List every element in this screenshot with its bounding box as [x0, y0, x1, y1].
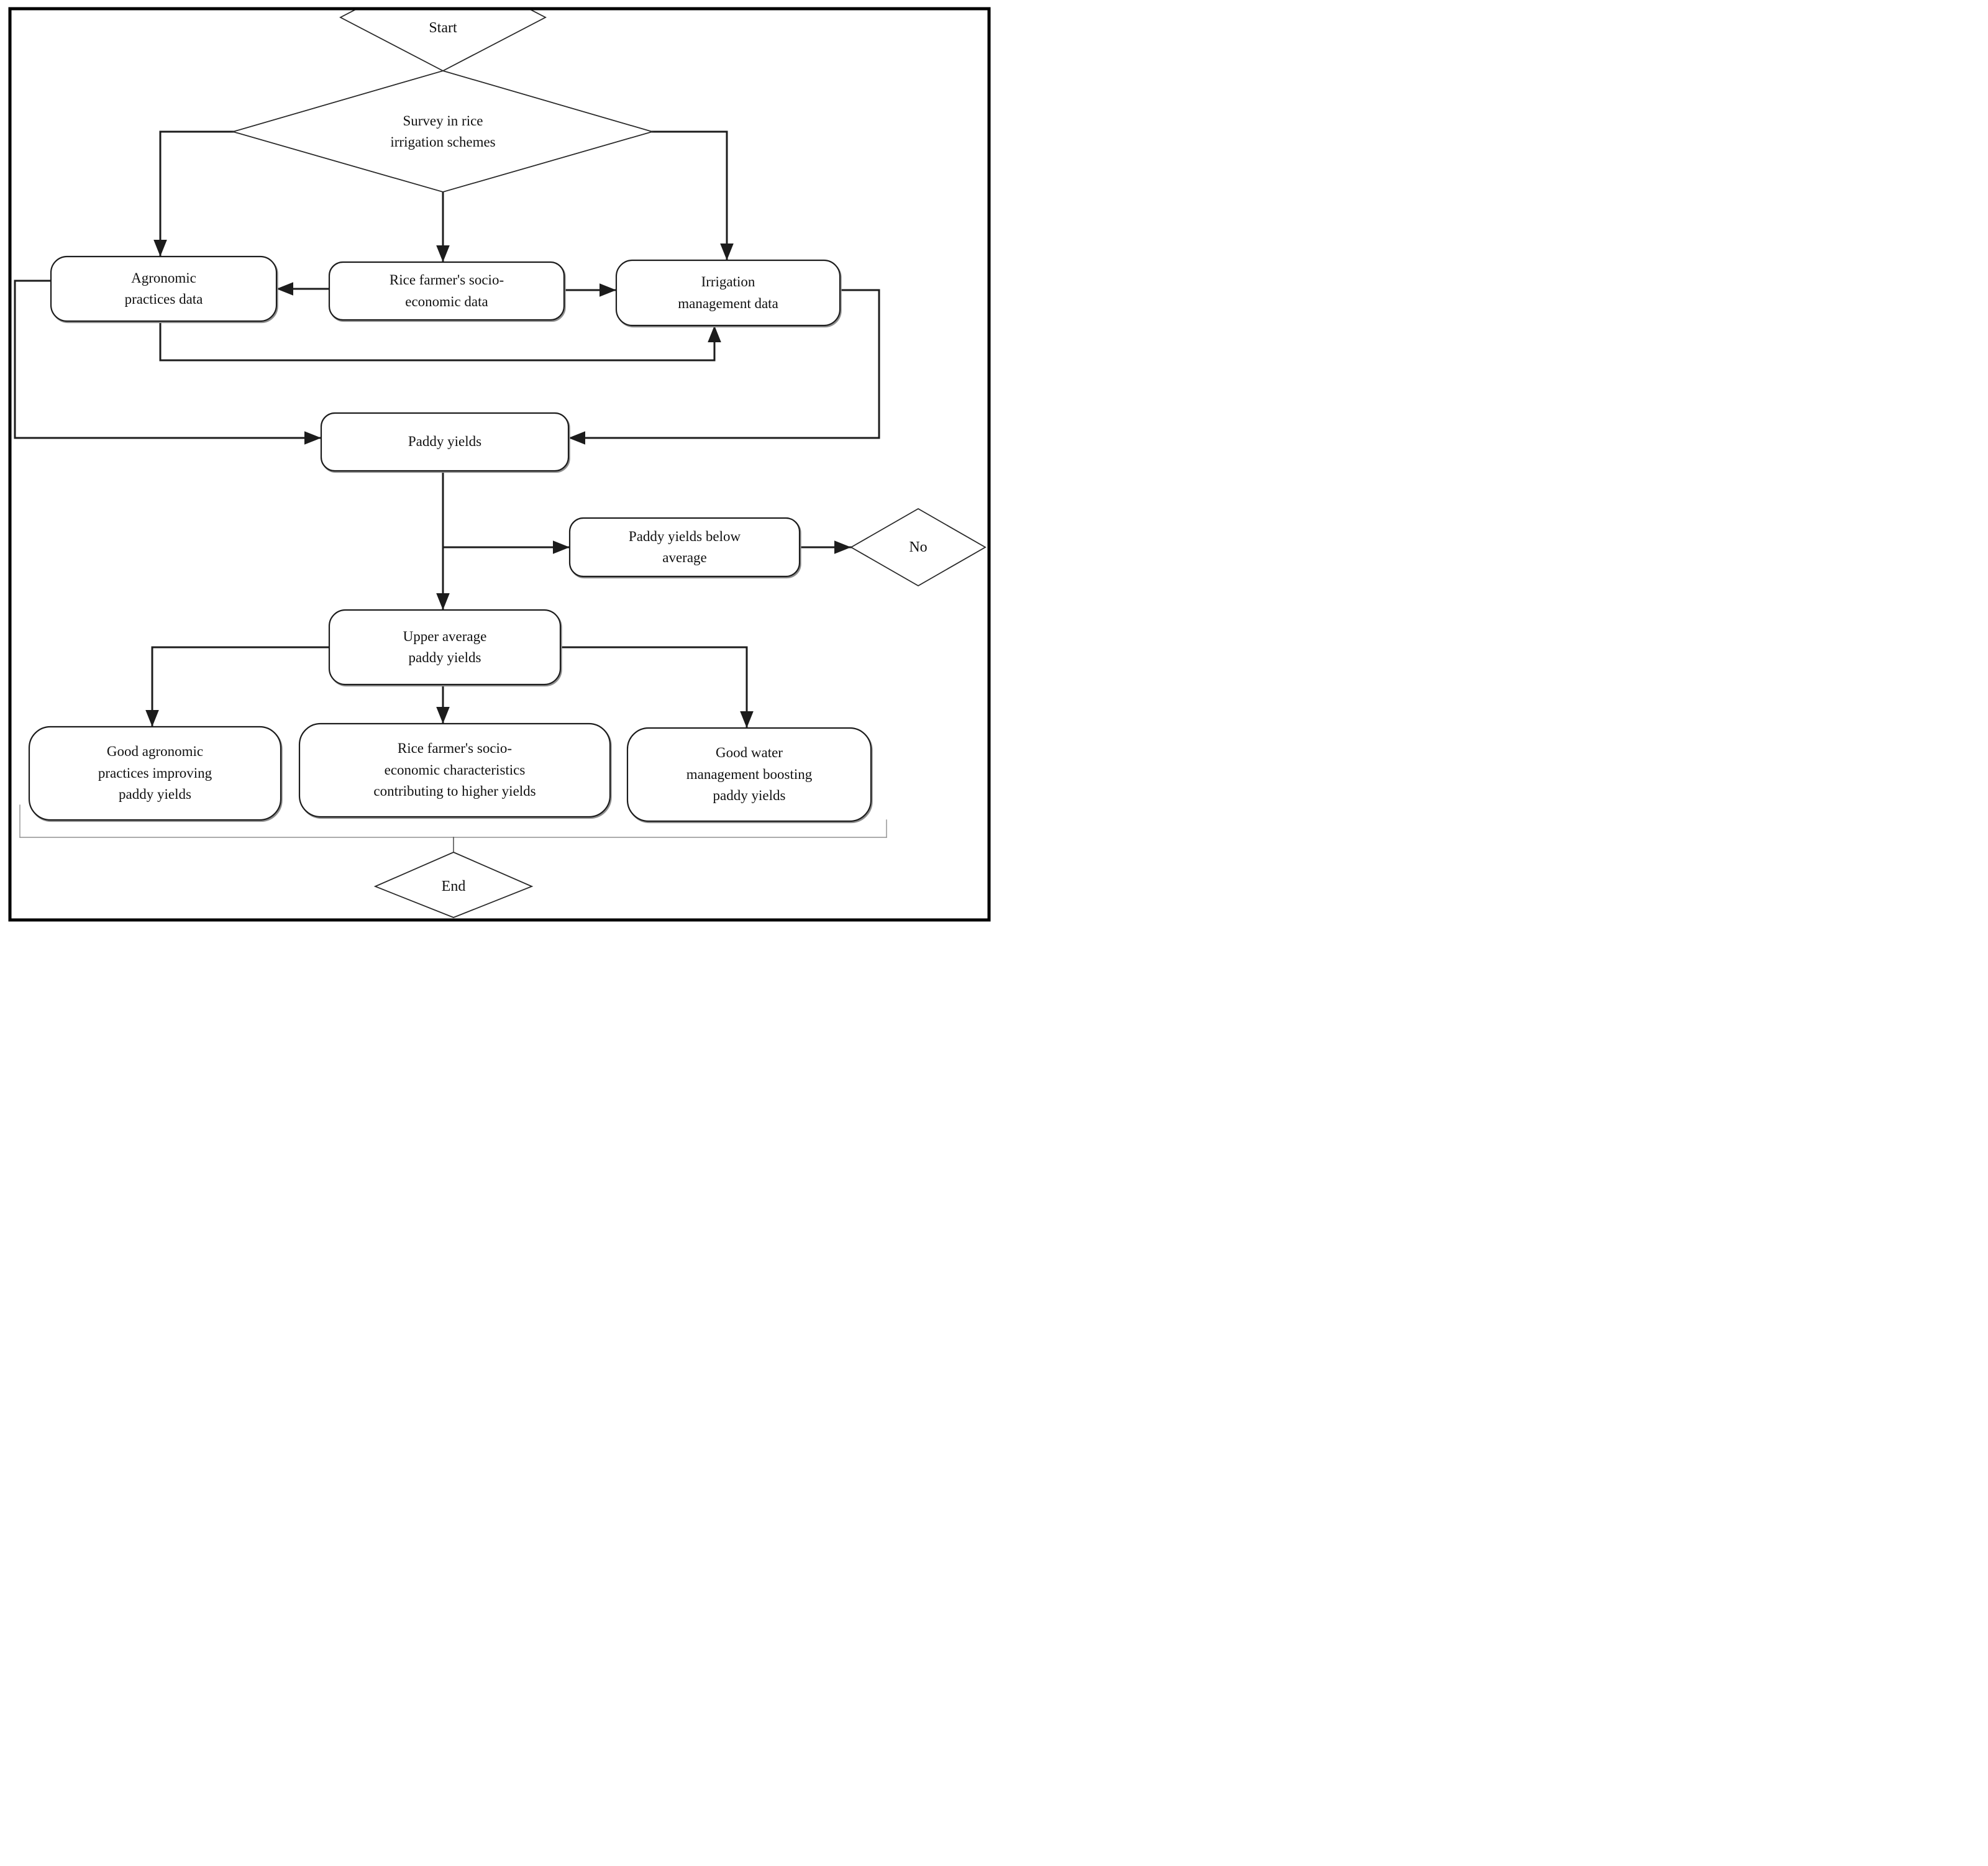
socio-characteristics-box-shape [298, 722, 611, 818]
start-diamond-shape [339, 10, 547, 72]
survey-diamond-shape [230, 70, 655, 193]
edge-survey-to-agronomic [153, 130, 234, 258]
rice-socio-box-shape [328, 261, 565, 321]
agronomic-box-shape [50, 255, 278, 322]
edge-agronomic-to-paddy [14, 280, 322, 445]
edge-irrigation-to-paddy [567, 289, 880, 445]
edge-upper-to-good-water [559, 646, 754, 729]
good-agronomic-box-shape [28, 726, 282, 821]
edge-survey-to-irrigation [651, 130, 734, 262]
flowchart-canvas [8, 7, 991, 922]
end-diamond-shape [373, 852, 534, 918]
no-diamond-shape [850, 507, 987, 587]
upper-average-box-shape [328, 609, 562, 686]
figure-border [8, 7, 991, 922]
below-average-box-shape [568, 517, 801, 578]
flowchart-figure: Start Survey in rice irrigation schemes … [0, 0, 994, 933]
paddy-box-shape [320, 412, 570, 472]
irrigation-box-shape [615, 259, 841, 327]
good-water-box-shape [626, 727, 872, 822]
edge-agronomic-to-irrigation [159, 320, 721, 362]
edge-upper-to-good-agronomic [145, 646, 331, 728]
